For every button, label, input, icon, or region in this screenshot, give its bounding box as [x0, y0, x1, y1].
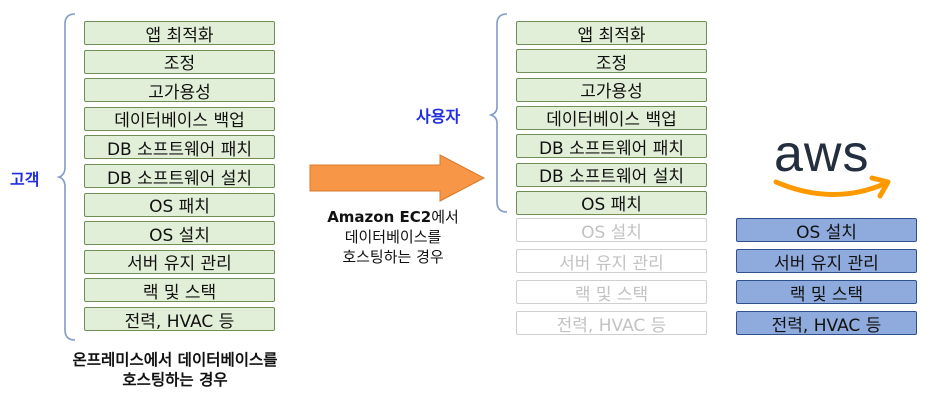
ec2-caption-line-2: 데이터베이스를 — [344, 228, 442, 246]
on-prem-layer: 고가용성 — [84, 78, 275, 103]
right-brace — [488, 13, 508, 213]
user-managed-layer: 데이터베이스 백업 — [516, 105, 707, 130]
aws-managed-layer: 서버 유지 관리 — [736, 249, 917, 274]
on-prem-caption-line-1: 온프레미스에서 데이터베이스를 — [72, 351, 278, 369]
user-managed-layer: DB 소프트웨어 설치 — [516, 162, 707, 187]
left-brace — [56, 13, 76, 341]
faded-layer: 서버 유지 관리 — [516, 249, 707, 274]
user-label: 사용자 — [416, 107, 461, 126]
user-managed-layer: 앱 최적화 — [516, 21, 707, 46]
on-prem-layer: 앱 최적화 — [84, 21, 275, 46]
ec2-caption-line-1: Amazon EC2에서 — [298, 207, 488, 227]
aws-logo-text: aws — [774, 125, 870, 183]
on-prem-caption-line-2: 호스팅하는 경우 — [122, 371, 228, 389]
ec2-caption-suffix: 에서 — [431, 208, 459, 226]
on-prem-layer: 랙 및 스택 — [84, 278, 275, 303]
migration-arrow — [309, 154, 486, 202]
on-prem-layer: 전력, HVAC 등 — [84, 307, 275, 332]
user-managed-layer: 고가용성 — [516, 77, 707, 102]
ec2-caption-line-3: 호스팅하는 경우 — [342, 248, 444, 266]
aws-managed-layer: 랙 및 스택 — [736, 280, 917, 305]
user-managed-layer: OS 패치 — [516, 190, 707, 215]
faded-layer: OS 설치 — [516, 218, 707, 243]
aws-logo: aws — [760, 128, 910, 208]
customer-label: 고객 — [10, 170, 40, 189]
ec2-service-name: Amazon EC2 — [327, 208, 432, 226]
on-prem-layer: 조정 — [84, 49, 275, 74]
on-prem-layer: OS 패치 — [84, 192, 275, 217]
user-managed-layer: DB 소프트웨어 패치 — [516, 134, 707, 159]
faded-layer: 랙 및 스택 — [516, 280, 707, 305]
aws-managed-layer: OS 설치 — [736, 218, 917, 243]
ec2-caption: Amazon EC2에서 데이터베이스를 호스팅하는 경우 — [298, 207, 488, 267]
user-managed-layer: 조정 — [516, 49, 707, 74]
aws-managed-layer: 전력, HVAC 등 — [736, 311, 917, 336]
on-prem-layer: OS 설치 — [84, 221, 275, 246]
on-prem-layer: DB 소프트웨어 패치 — [84, 135, 275, 160]
on-prem-caption: 온프레미스에서 데이터베이스를 호스팅하는 경우 — [30, 350, 320, 390]
on-prem-layer: DB 소프트웨어 설치 — [84, 164, 275, 189]
aws-smile-icon — [773, 175, 891, 199]
on-prem-layer: 데이터베이스 백업 — [84, 106, 275, 131]
faded-layer: 전력, HVAC 등 — [516, 311, 707, 336]
on-prem-layer: 서버 유지 관리 — [84, 249, 275, 274]
